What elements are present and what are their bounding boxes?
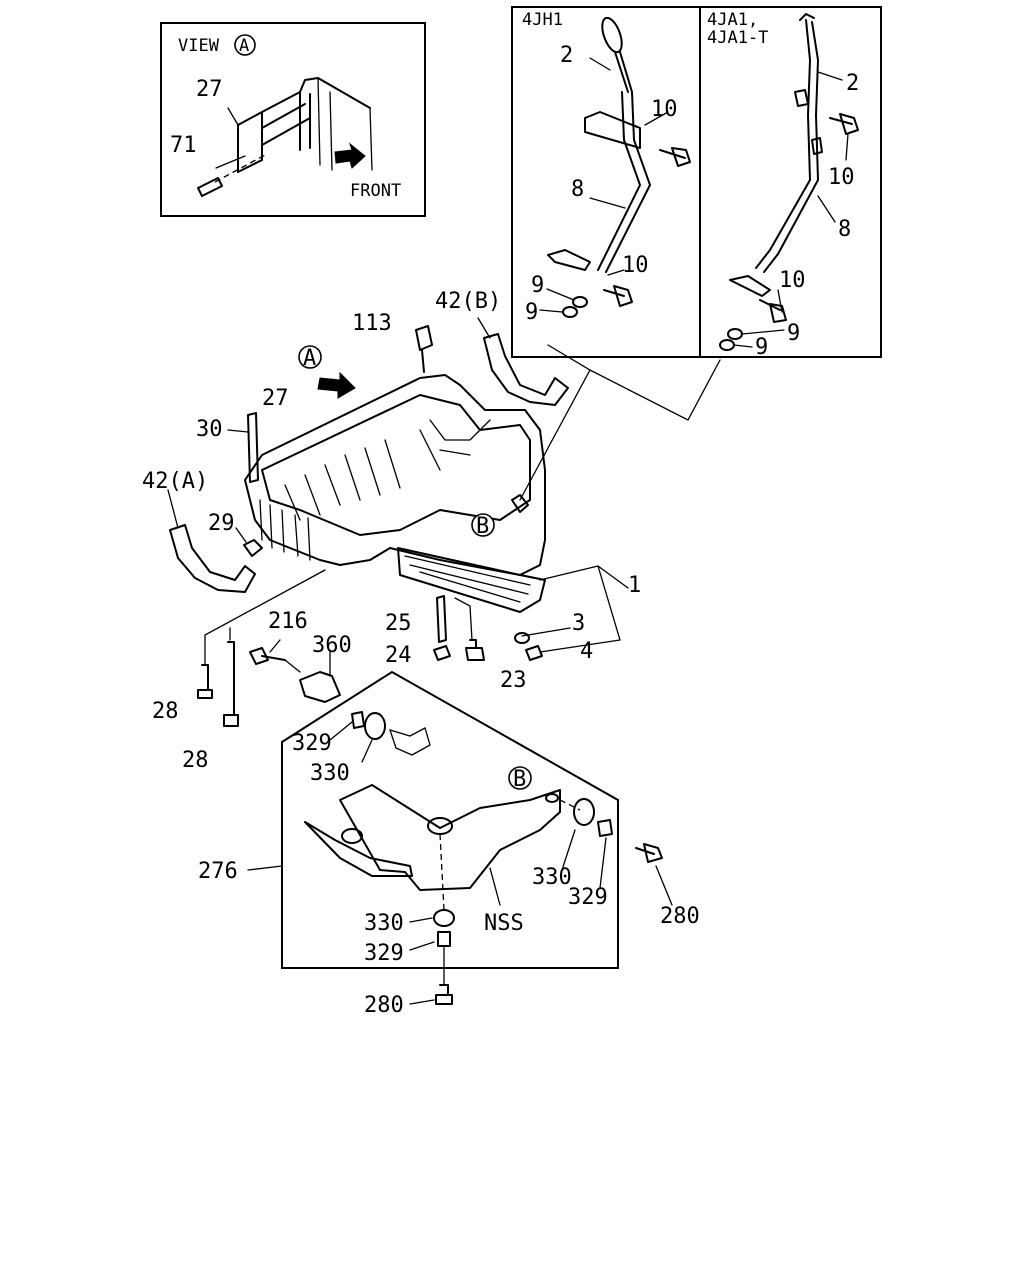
label-10a-4jh1: 10 xyxy=(651,97,678,122)
front-label: FRONT xyxy=(350,181,401,201)
inset-bracket-drawing xyxy=(197,77,373,197)
label-71-inset: 71 xyxy=(170,133,197,158)
direction-arrow xyxy=(317,371,356,399)
view-title: VIEW xyxy=(178,36,220,56)
dipstick-leader xyxy=(519,344,721,501)
variant-4ja1-panel: 4JA1, 4JA1-T 2 10 8 10 9 9 xyxy=(707,10,859,360)
label-360: 360 xyxy=(312,633,352,658)
label-24: 24 xyxy=(385,643,412,668)
label-280a: 280 xyxy=(660,904,700,929)
label-330b: 330 xyxy=(532,865,572,890)
label-10b-4jh1: 10 xyxy=(622,253,649,278)
header-4jh1: 4JH1 xyxy=(522,10,563,30)
label-3: 3 xyxy=(572,611,585,636)
label-27: 27 xyxy=(262,386,289,411)
label-nss: NSS xyxy=(484,911,524,936)
label-42b: 42(B) xyxy=(435,289,501,314)
label-329c: 329 xyxy=(364,941,404,966)
header-4ja1-line2: 4JA1-T xyxy=(707,28,768,48)
label-2-4jh1: 2 xyxy=(560,43,573,68)
marker-b-circle-guard xyxy=(508,766,532,790)
oil-pan-assembly: A 113 42(B) 27 30 42(A) 29 B xyxy=(142,289,641,786)
dipstick-variants-box: 4JH1 2 10 8 10 9 9 4JA1, 4JA1-T xyxy=(511,6,882,360)
label-10b-4ja1: 10 xyxy=(779,268,806,293)
label-8-4jh1: 8 xyxy=(571,177,584,202)
marker-a-letter: A xyxy=(303,346,316,371)
label-216: 216 xyxy=(268,609,308,634)
label-25: 25 xyxy=(385,611,412,636)
view-marker-circle xyxy=(234,34,256,56)
dipstick-4jh1-drawing xyxy=(539,16,691,318)
label-29: 29 xyxy=(208,511,235,536)
marker-b-circle-pan xyxy=(471,513,495,537)
label-28b: 28 xyxy=(182,748,209,773)
marker-b-letter-guard: B xyxy=(513,767,526,792)
label-28a: 28 xyxy=(152,699,179,724)
label-9a-4jh1: 9 xyxy=(531,273,544,298)
label-329a: 329 xyxy=(292,731,332,756)
header-4ja1-line1: 4JA1, xyxy=(707,10,758,30)
label-9b-4ja1: 9 xyxy=(755,335,768,360)
label-9b-4jh1: 9 xyxy=(525,300,538,325)
marker-b-letter-pan: B xyxy=(476,514,489,539)
label-113: 113 xyxy=(352,311,392,336)
label-329b: 329 xyxy=(568,885,608,910)
label-30: 30 xyxy=(196,417,223,442)
label-27-inset: 27 xyxy=(196,77,223,102)
under-guard-assembly: 276 B 330 329 280 330 329 NSS 280 xyxy=(198,670,700,1018)
variant-4jh1-panel: 4JH1 2 10 8 10 9 9 xyxy=(522,10,691,325)
label-10a-4ja1: 10 xyxy=(828,165,855,190)
view-a-inset: VIEW A 27 71 FRONT xyxy=(160,22,426,217)
label-42a: 42(A) xyxy=(142,469,208,494)
label-8-4ja1: 8 xyxy=(838,217,851,242)
marker-a-circle xyxy=(298,345,322,369)
label-330c: 330 xyxy=(364,911,404,936)
label-4: 4 xyxy=(580,639,593,664)
label-330a: 330 xyxy=(310,761,350,786)
label-2-4ja1: 2 xyxy=(846,71,859,96)
label-9a-4ja1: 9 xyxy=(787,321,800,346)
label-1: 1 xyxy=(628,573,641,598)
label-276: 276 xyxy=(198,859,238,884)
label-280b: 280 xyxy=(364,993,404,1018)
dipstick-4ja1-drawing xyxy=(719,13,859,351)
view-marker-letter: A xyxy=(239,36,249,56)
label-23: 23 xyxy=(500,668,527,693)
